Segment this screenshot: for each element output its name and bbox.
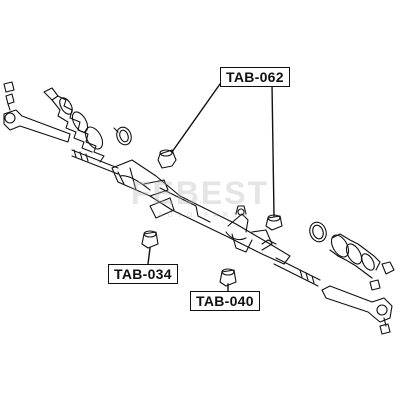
watermark-brand: FEBEST [130,175,270,211]
right-tie-rod-end [321,279,393,335]
left-tie-rod-end [3,81,71,143]
right-bellows-boot [329,233,395,279]
leader-tab-062-right [271,83,275,217]
label-tab-034: TAB-034 [108,264,178,284]
bushing-tab-034 [141,230,159,249]
rack-housing [111,159,291,265]
left-clamp [113,126,132,146]
leader-lines [147,83,275,292]
label-tab-040: TAB-040 [190,291,260,311]
label-tab-062: TAB-062 [220,67,290,87]
bushing-tab-040 [219,268,237,287]
leader-tab-062-left [171,83,221,153]
left-inner-tie-rod [71,149,119,175]
watermark-sub: AUTO PARTS [158,212,252,219]
bushing-tab-062-left [157,149,177,169]
right-clamp [309,221,327,243]
right-inner-tie-rod [273,257,321,287]
leader-tab-034 [147,247,151,265]
left-bellows-boot [43,87,105,163]
